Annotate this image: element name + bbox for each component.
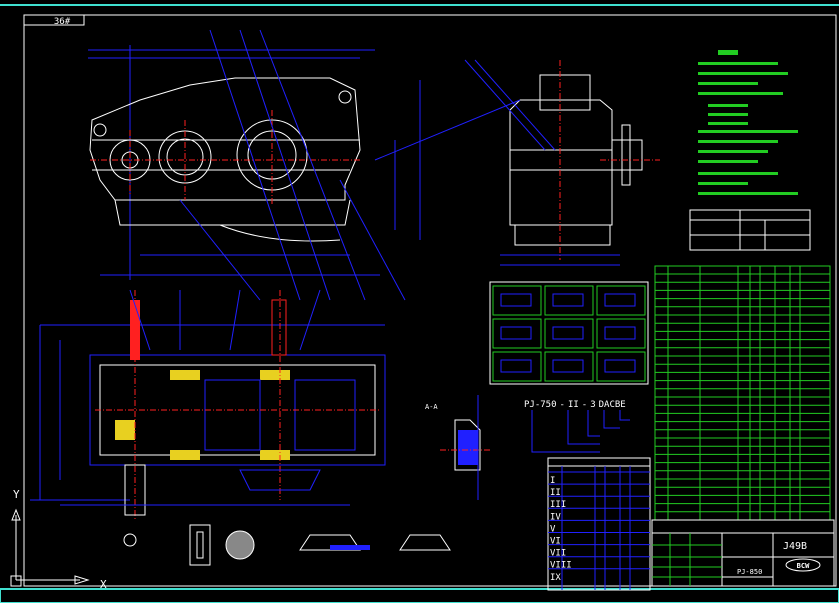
section-label: A-A — [425, 403, 438, 411]
arrangement-sketch — [552, 326, 584, 340]
detail-views[interactable] — [123, 524, 451, 566]
technical-notes — [698, 50, 798, 195]
ratio-row-label: II — [550, 488, 561, 498]
section-view[interactable] — [30, 289, 386, 520]
input-shaft — [130, 300, 140, 360]
arrangement-cell[interactable] — [492, 318, 542, 349]
arrangement-sketch — [500, 293, 532, 307]
arrangement-cell[interactable] — [544, 318, 594, 349]
model-code-prefix: PJ-750 — [524, 400, 557, 410]
ratio-row-label: IX — [550, 573, 561, 583]
ratio-row-label: I — [550, 476, 555, 486]
arrangement-cell[interactable] — [492, 351, 542, 382]
company-logo-text: BCW — [797, 562, 810, 570]
arrangement-diagrams[interactable] — [489, 281, 649, 385]
spec-table — [689, 209, 811, 251]
arrangement-sketch — [604, 326, 636, 340]
ratio-row-label: III — [550, 500, 566, 510]
drawing-frame — [23, 14, 837, 587]
arrangement-grid-frame — [489, 281, 649, 385]
parts-list-frame — [654, 265, 831, 521]
sheet-tag: 36# — [54, 17, 71, 27]
arrangement-cell[interactable] — [492, 285, 542, 316]
ratio-row-label: VII — [550, 549, 566, 559]
model-code-stage: II — [568, 400, 579, 410]
ucs-y-label: Y — [13, 488, 20, 501]
model-name: PJ-850 — [737, 568, 762, 576]
arrangement-sketch — [552, 359, 584, 373]
ratio-row-label: V — [550, 524, 556, 534]
arrangement-sketch — [604, 293, 636, 307]
ucs-icon — [10, 508, 90, 587]
model-code-separator: - — [582, 400, 587, 410]
section-aa-view[interactable] — [440, 395, 490, 500]
title-block[interactable] — [651, 519, 835, 587]
sheet-tag-box — [23, 14, 85, 26]
front-view[interactable] — [88, 29, 421, 301]
arrangement-sketch — [552, 293, 584, 307]
arrangement-cell[interactable] — [596, 318, 646, 349]
ratio-row-label: IV — [550, 512, 561, 522]
arrangement-sketch — [500, 326, 532, 340]
arrangement-cell[interactable] — [596, 351, 646, 382]
arrangement-cell[interactable] — [544, 351, 594, 382]
model-code-suffix: DACBE — [599, 400, 626, 410]
arrangement-cell[interactable] — [596, 285, 646, 316]
ucs-x-label: X — [100, 578, 107, 591]
arrangement-cell[interactable] — [544, 285, 594, 316]
arrangement-sketch — [500, 359, 532, 373]
model-code-ratio: 3 — [590, 400, 595, 410]
parts-list[interactable] — [654, 265, 831, 521]
ratio-row-label: VI — [550, 537, 561, 547]
side-view[interactable] — [374, 59, 660, 266]
model-code-separator: - — [560, 400, 565, 410]
model-code-leaders — [531, 410, 630, 453]
arrangement-sketch — [604, 359, 636, 373]
ratio-row-label: VIII — [550, 561, 572, 571]
command-bar[interactable] — [0, 588, 839, 603]
company-logo — [785, 558, 821, 572]
drawing-number: J49B — [783, 541, 807, 552]
